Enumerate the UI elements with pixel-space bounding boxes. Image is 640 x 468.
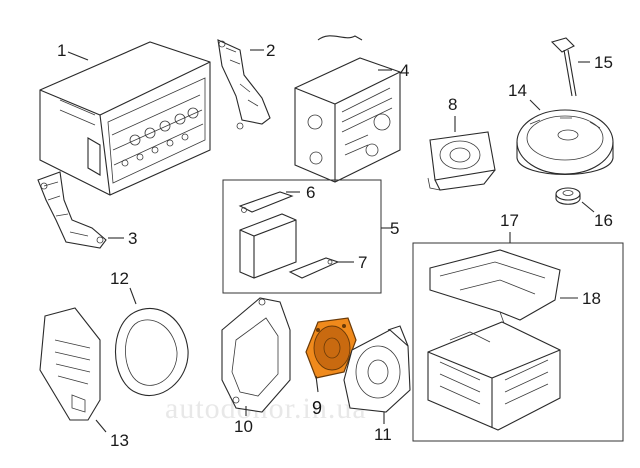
label-2: 2 — [266, 41, 275, 60]
part-8-speaker — [427, 131, 496, 191]
label-17: 17 — [500, 211, 519, 230]
label-8: 8 — [448, 95, 457, 114]
part-1-head-unit — [39, 41, 211, 196]
label-3: 3 — [128, 229, 137, 248]
label-4: 4 — [400, 61, 409, 80]
label-10: 10 — [234, 417, 253, 436]
part-amplifier — [427, 321, 561, 431]
label-11: 11 — [374, 425, 392, 444]
label-14: 14 — [508, 81, 527, 100]
part-module — [239, 213, 297, 279]
label-7: 7 — [358, 253, 367, 272]
label-9: 9 — [312, 398, 322, 418]
label-18: 18 — [582, 289, 601, 308]
part-6-bracket — [238, 191, 294, 213]
label-15: 15 — [594, 53, 613, 72]
label-6: 6 — [306, 183, 315, 202]
part-10-speaker-bracket — [221, 297, 291, 413]
label-13: 13 — [110, 431, 129, 450]
part-3-bracket — [37, 171, 107, 249]
label-5: 5 — [390, 219, 399, 238]
part-2-bracket — [217, 39, 271, 130]
label-12: 12 — [110, 269, 129, 288]
part-4-control-panel — [294, 35, 401, 183]
part-15-bolt — [550, 37, 577, 97]
part-18-bracket — [429, 249, 561, 333]
part-9-speaker-highlighted[interactable] — [305, 317, 357, 379]
part-16-washer — [555, 187, 581, 205]
part-7-bracket — [288, 257, 340, 279]
group-box-5 — [222, 179, 382, 294]
group-box-17 — [412, 242, 624, 442]
part-11-speaker — [343, 325, 411, 413]
part-14-subwoofer — [516, 109, 614, 176]
label-16: 16 — [594, 211, 613, 230]
part-13-grille — [39, 307, 101, 421]
part-12-speaker-ring — [115, 307, 189, 397]
label-1: 1 — [57, 41, 66, 60]
